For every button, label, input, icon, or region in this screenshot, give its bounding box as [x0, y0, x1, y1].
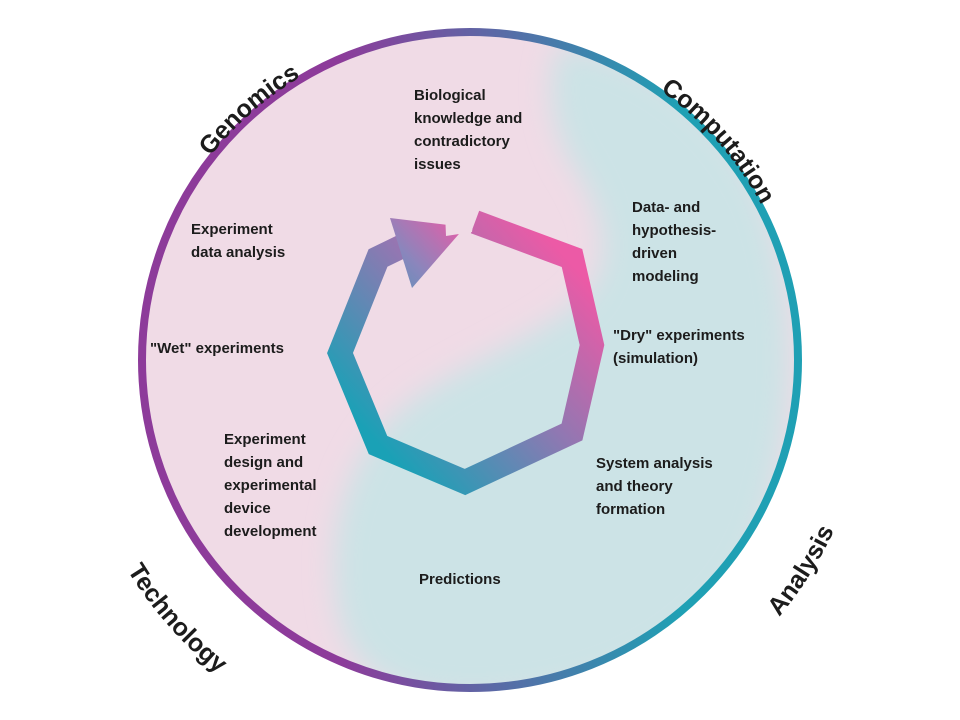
step-system-analysis: System analysis and theory formation	[596, 455, 713, 518]
step-biological-knowledge: Biological knowledge and contradictory i…	[414, 87, 523, 173]
analysis-label: Analysis	[762, 521, 840, 621]
cycle-gap	[445, 208, 475, 236]
outer-rim	[138, 28, 802, 692]
step-data-analysis: Experiment data analysis	[191, 221, 286, 261]
computation-analysis-region	[334, 45, 790, 688]
technology-label: Technology	[122, 558, 232, 678]
step-modeling: Data- and hypothesis- driven modeling	[632, 199, 717, 285]
cycle-ring	[327, 210, 605, 496]
step-experiment-design: Experiment design and experimental devic…	[224, 431, 317, 540]
step-dry-experiments: "Dry" experiments (simulation)	[613, 327, 745, 367]
step-wet-experiments: "Wet" experiments	[150, 340, 284, 357]
step-predictions: Predictions	[419, 571, 501, 588]
